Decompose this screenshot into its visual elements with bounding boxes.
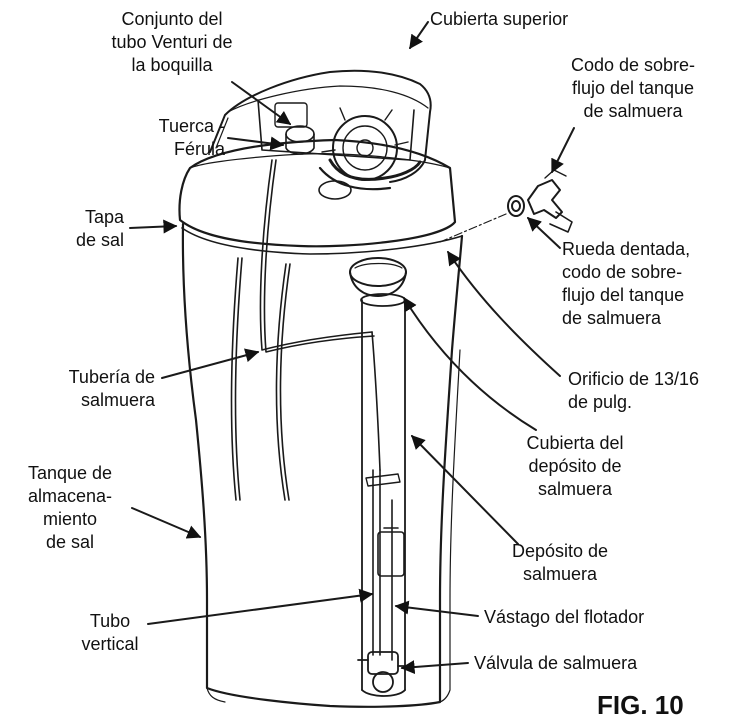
- valve-head: [209, 69, 432, 200]
- leader-valvula: [400, 660, 469, 675]
- float-assembly: [377, 499, 405, 661]
- leader-cubierta-deposito: [403, 296, 537, 431]
- label-brine-tubing: Tubería de salmuera: [68, 367, 155, 410]
- leader-orificio: [447, 250, 561, 377]
- label-nozzle-venturi-assembly: Conjunto del tubo Venturi de la boquilla: [111, 9, 233, 75]
- leader-codo: [551, 127, 575, 174]
- figure-label: FIG. 10: [597, 690, 684, 720]
- leader-tuerca: [227, 136, 285, 151]
- label-brine-well-cover: Cubierta del depósito de salmuera: [526, 433, 624, 499]
- label-nut-ferrule: Tuerca - Férula: [158, 116, 225, 159]
- alignment-line: [439, 213, 507, 243]
- leader-tuberia: [161, 348, 260, 379]
- label-salt-storage-tank: Tanque de almacena- miento de sal: [27, 463, 113, 552]
- leader-cubierta-superior: [409, 21, 429, 50]
- label-top-cover: Cubierta superior: [430, 9, 569, 29]
- leader-tapa: [129, 219, 178, 234]
- leader-lines: [129, 21, 575, 675]
- leader-conjunto: [231, 81, 292, 125]
- label-standpipe: Tubo vertical: [81, 611, 139, 654]
- grommet: [507, 195, 525, 217]
- leader-vastago: [394, 600, 479, 617]
- label-salt-lid: Tapa de sal: [75, 207, 124, 250]
- brine-tubing: [259, 159, 381, 471]
- label-brine-well: Depósito de salmuera: [511, 541, 609, 584]
- standpipe: [365, 469, 401, 656]
- tank-grooves: [230, 257, 291, 501]
- overflow-elbow: [527, 169, 573, 233]
- leader-tubo-vertical: [147, 588, 374, 625]
- label-float-rod: Vástago del flotador: [484, 607, 645, 627]
- brine-well: [360, 293, 406, 697]
- leader-tanque: [131, 507, 202, 539]
- leader-deposito: [411, 435, 519, 545]
- label-brine-valve: Válvula de salmuera: [474, 653, 638, 673]
- label-hole-size: Orificio de 13/16 de pulg.: [568, 369, 700, 412]
- label-grommet: Rueda dentada, codo de sobre- flujo del …: [562, 239, 691, 328]
- salt-tank: [181, 222, 464, 708]
- brine-valve-drawing: [357, 651, 411, 693]
- brine-well-cover: [349, 257, 407, 297]
- leader-rueda: [526, 217, 561, 249]
- label-overflow-elbow: Codo de sobre- flujo del tanque de salmu…: [570, 55, 696, 121]
